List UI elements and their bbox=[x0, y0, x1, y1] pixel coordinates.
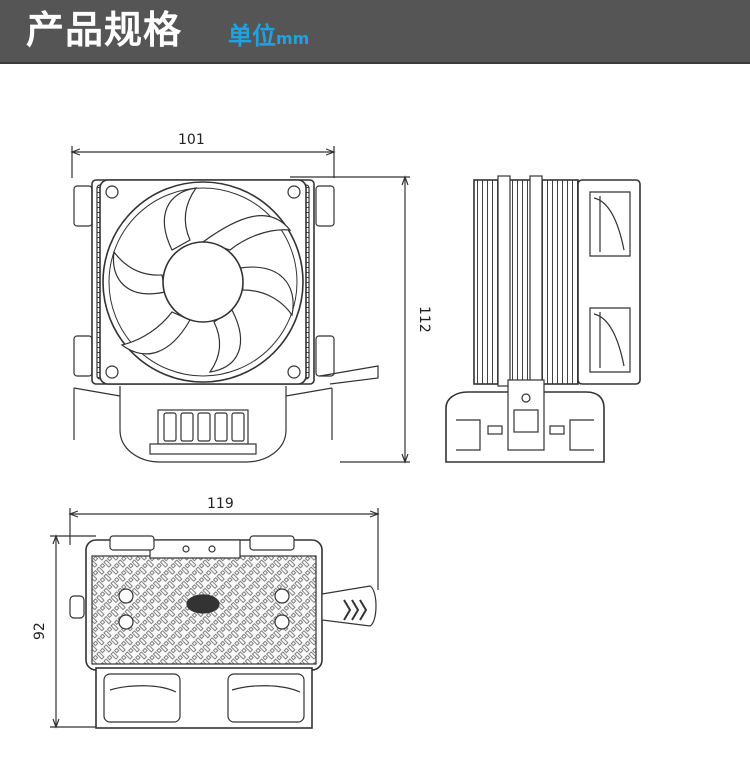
top-depth-label: 92 bbox=[32, 622, 48, 640]
front-width-label: 101 bbox=[178, 132, 205, 148]
unit-suffix: mm bbox=[276, 29, 310, 48]
side-view bbox=[445, 175, 641, 463]
front-height-label: 112 bbox=[416, 306, 432, 333]
page-title: 产品规格 bbox=[26, 8, 183, 52]
top-depth-dimension bbox=[50, 534, 96, 729]
unit-label: 单位mm bbox=[228, 20, 309, 55]
top-width-label: 119 bbox=[207, 496, 234, 512]
header-bar: 产品规格 单位mm bbox=[0, 0, 750, 64]
top-view bbox=[50, 508, 380, 729]
front-width-dimension bbox=[70, 146, 336, 178]
top-width-dimension bbox=[68, 508, 380, 590]
front-view bbox=[70, 146, 410, 464]
fan-blades bbox=[112, 187, 294, 373]
unit-text: 单位 bbox=[228, 22, 276, 50]
front-height-dimension bbox=[290, 175, 410, 464]
